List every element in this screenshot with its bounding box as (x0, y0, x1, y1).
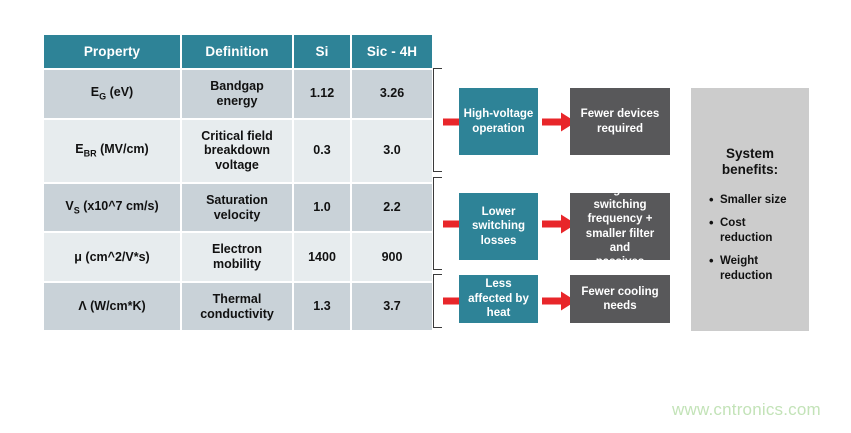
cell-si-value: 1.3 (294, 282, 350, 331)
cell-definition: Thermal conductivity (182, 282, 292, 331)
cell-definition: Saturation velocity (182, 183, 292, 232)
cell-sic-value: 900 (352, 233, 432, 281)
effect-box-3: Fewer cooling needs (570, 275, 670, 323)
cell-si-value: 0.3 (294, 119, 350, 182)
bracket-connector-1 (433, 68, 442, 172)
cell-definition: Bandgap energy (182, 70, 292, 118)
benefit-list-item: Cost reduction (709, 215, 801, 245)
cell-si-value: 1.12 (294, 70, 350, 118)
cell-property: VS (x10^7 cm/s) (44, 183, 180, 232)
effect-box-1-label: Fewer devices required (580, 108, 660, 135)
effect-box-1: Fewer devices required (570, 88, 670, 155)
cell-property: EG (eV) (44, 70, 180, 118)
effect-box-2: Higher switching frequency + smaller fil… (570, 184, 670, 268)
cause-box-3-label: Less affected by heat (468, 278, 529, 320)
cause-box-2-label: Lower switching losses (471, 205, 526, 247)
column-header-property: Property (44, 35, 180, 68)
cell-sic-value: 3.0 (352, 119, 432, 182)
cause-box-2: Lower switching losses (459, 193, 538, 260)
benefit-list-item: Smaller size (709, 192, 801, 209)
effect-box-2-label: Higher switching frequency + smaller fil… (585, 184, 655, 269)
watermark-text: www.cntronics.com (672, 400, 821, 419)
table-header-row: Property Definition Si Sic - 4H (44, 35, 432, 68)
arrow-right-icon-1b (542, 112, 576, 132)
cell-sic-value: 2.2 (352, 183, 432, 232)
arrow-right-icon-3b (542, 291, 576, 311)
column-header-definition: Definition (182, 35, 292, 68)
column-header-si: Si (294, 35, 350, 68)
table-row: EBR (MV/cm)Critical field breakdown volt… (44, 119, 432, 182)
cell-property: μ (cm^2/V*s) (44, 233, 180, 281)
cell-property: Λ (W/cm*K) (44, 282, 180, 331)
property-comparison-table: Property Definition Si Sic - 4H EG (eV)B… (42, 33, 434, 332)
cause-box-3: Less affected by heat (459, 275, 538, 323)
system-benefits-list: Smaller sizeCost reductionWeight reducti… (709, 192, 801, 292)
system-benefits-title: System benefits: (721, 146, 779, 178)
cell-property: EBR (MV/cm) (44, 119, 180, 182)
bracket-connector-3 (433, 274, 442, 328)
cause-box-1: High-voltage operation (459, 88, 538, 155)
cause-box-1-label: High-voltage operation (463, 108, 534, 135)
benefit-list-item: Weight reduction (709, 253, 801, 283)
cell-sic-value: 3.7 (352, 282, 432, 331)
cell-sic-value: 3.26 (352, 70, 432, 118)
cell-si-value: 1.0 (294, 183, 350, 232)
cell-definition: Electron mobility (182, 233, 292, 281)
arrow-right-icon-2b (542, 214, 576, 234)
effect-box-3-label: Fewer cooling needs (581, 285, 659, 312)
bracket-connector-2 (433, 177, 442, 270)
system-benefits-panel: System benefits: Smaller sizeCost reduct… (691, 88, 809, 331)
column-header-sic: Sic - 4H (352, 35, 432, 68)
cell-definition: Critical field breakdown voltage (182, 119, 292, 182)
cell-si-value: 1400 (294, 233, 350, 281)
